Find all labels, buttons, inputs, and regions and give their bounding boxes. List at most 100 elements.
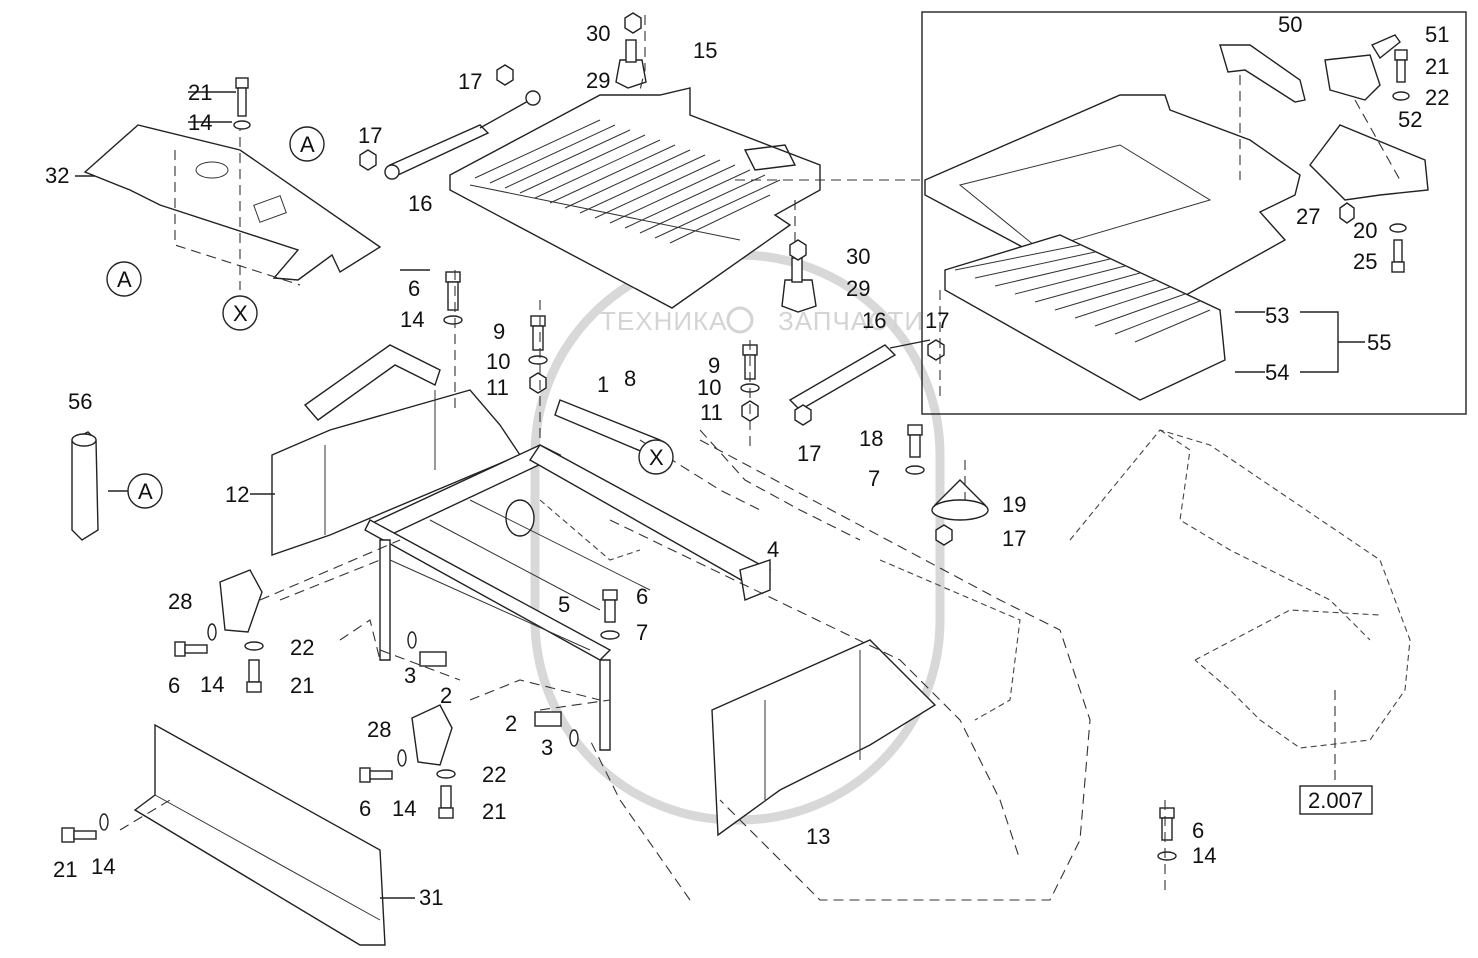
diagram-part <box>246 681 262 693</box>
callout: 14 <box>91 854 115 879</box>
side-panel-12-handle <box>303 344 441 421</box>
callout: 19 <box>1002 492 1026 517</box>
callout: 25 <box>1353 249 1377 274</box>
bolt-6-d <box>359 767 371 783</box>
nut-27 <box>1339 202 1355 224</box>
diagram-part <box>474 119 781 244</box>
callout: 10 <box>697 375 721 400</box>
callout: 17 <box>797 441 821 466</box>
washer-14-f <box>1157 851 1177 861</box>
reference-box <box>1299 785 1373 815</box>
callout: 6 <box>636 584 648 609</box>
view-marker-circle-2 <box>106 261 142 297</box>
diagram-part <box>369 770 393 780</box>
step-31 <box>133 723 386 946</box>
nut-17-b <box>496 64 514 86</box>
callout: 51 <box>1425 22 1449 47</box>
washer-14-d <box>397 749 407 767</box>
nut-17-d <box>794 404 812 426</box>
callout: 29 <box>586 68 610 93</box>
diagram-part <box>108 490 275 495</box>
bolt-6-a <box>445 271 461 283</box>
callout: 54 <box>1265 360 1289 385</box>
diagram-part <box>438 807 454 819</box>
bolts <box>61 12 1410 861</box>
callout: 14 <box>392 796 416 821</box>
callout: 22 <box>1425 85 1449 110</box>
frame-tube <box>505 499 535 537</box>
gear-icon <box>726 306 754 334</box>
reference-box-label: 2.007 <box>1308 788 1363 813</box>
gas-strut-rod-lower <box>889 339 931 349</box>
profile-56-top <box>71 433 97 447</box>
bolt-6-b <box>602 589 618 601</box>
callout: 11 <box>700 400 723 425</box>
loop-19-base <box>931 499 989 521</box>
diagram-part <box>639 15 646 91</box>
callout: 32 <box>45 163 69 188</box>
side-panel-12-ribs <box>324 390 436 535</box>
view-marker-label-5: X <box>649 445 664 470</box>
washer-14-b <box>443 315 463 325</box>
callout: 55 <box>1367 330 1391 355</box>
diagram-part <box>1300 311 1365 373</box>
callout: 6 <box>1192 818 1204 843</box>
callout: 18 <box>859 426 883 451</box>
callout: 9 <box>493 319 505 344</box>
diagram-part <box>119 799 171 831</box>
callout: 5 <box>558 592 570 617</box>
mat-ribs <box>954 244 1211 343</box>
bolt-25 <box>1393 239 1403 263</box>
callout: 7 <box>868 466 880 491</box>
diagram-part <box>1235 311 1265 373</box>
washer-20 <box>1389 223 1407 233</box>
cover-plate-32 <box>83 124 382 281</box>
latch-51-lever <box>1370 34 1401 60</box>
bolt-21-d <box>61 827 75 843</box>
view-markers: A A X A X <box>106 126 674 509</box>
callout: 28 <box>168 589 192 614</box>
callout: 6 <box>168 673 180 698</box>
diagram-part <box>339 619 381 661</box>
callout: 16 <box>408 191 432 216</box>
washer-7-a <box>905 465 925 475</box>
detail-box <box>921 11 1467 415</box>
frame-inner-lines <box>389 499 651 651</box>
diagram-part <box>1159 429 1371 641</box>
callouts: 21 14 32 17 16 30 29 17 15 50 51 21 22 5… <box>45 12 1449 910</box>
view-marker-label-4: A <box>138 479 153 504</box>
callout: 9 <box>708 353 720 378</box>
view-marker-circle-3 <box>222 295 258 331</box>
view-marker-circle-5 <box>638 439 674 475</box>
upper-board-recess <box>958 144 1212 251</box>
nut-30-b <box>789 239 807 261</box>
panel-13 <box>711 639 937 837</box>
callout: 13 <box>806 824 830 849</box>
bracket-28-upper <box>219 569 263 633</box>
callout: 31 <box>419 885 443 910</box>
callout: 3 <box>541 735 553 760</box>
nut-30-a <box>624 12 642 34</box>
bolt-6-e <box>1159 807 1175 819</box>
washer-14-a <box>233 120 251 130</box>
diagram-part <box>237 87 247 117</box>
diagram-part <box>539 499 641 561</box>
frame-post-left <box>379 539 391 661</box>
view-marker-label-1: A <box>300 132 315 157</box>
callout: 14 <box>1192 843 1216 868</box>
frame-post-right <box>599 659 611 751</box>
callout: 30 <box>586 21 610 46</box>
callout: 11 <box>486 375 509 400</box>
diagram-part <box>259 539 401 601</box>
diagram-part <box>589 739 691 901</box>
diagram-part <box>909 434 921 458</box>
nut-17-e <box>935 524 953 546</box>
diagram-part <box>699 429 861 541</box>
washer-7-b <box>600 630 620 640</box>
callout: 22 <box>482 762 506 787</box>
callout: 21 <box>53 857 77 882</box>
diagram-part <box>879 559 1021 721</box>
callout: 21 <box>290 673 314 698</box>
mat-53-54 <box>944 234 1226 401</box>
panel-13-ribs <box>764 650 861 800</box>
